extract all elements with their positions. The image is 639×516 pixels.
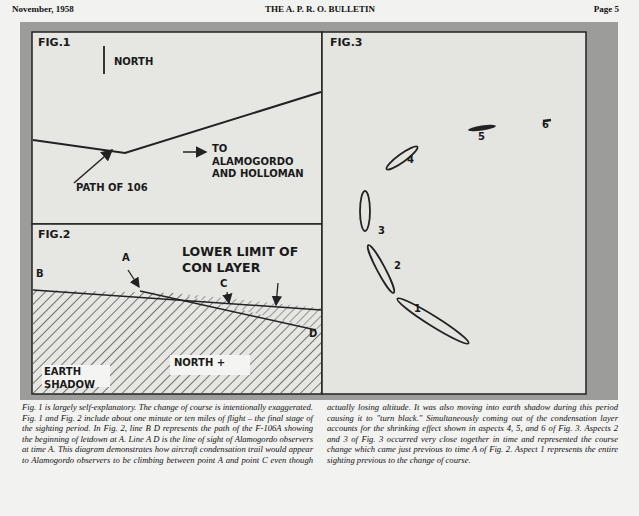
figure-label: FIG.1	[38, 36, 70, 50]
callout-number: 2	[394, 260, 401, 273]
aspect-shape	[395, 295, 472, 348]
point-label: D	[309, 328, 317, 341]
figure-panel: FIG.3 1 2 3 4 5 6	[322, 32, 586, 394]
earth-shadow	[33, 290, 321, 393]
leader-line	[128, 270, 139, 287]
page-number: Page 5	[594, 4, 619, 14]
figure-panel: FIG.2A B C D LOWER LIMIT OF CON LAYER EARTH S…	[32, 224, 322, 394]
flight-path	[33, 92, 321, 153]
callout-number: 5	[478, 131, 485, 144]
figure-label: FIG.2	[38, 228, 70, 242]
aspect-shape	[360, 191, 370, 231]
region-label: LOWER LIMIT OF CON LAYER	[182, 244, 312, 275]
point-label: A	[122, 252, 130, 265]
caption-text: Fig. 1 is largely self-explanatory. The …	[22, 402, 618, 466]
direction-label: NORTH +	[174, 357, 225, 370]
callout-number: 1	[414, 303, 421, 316]
page-title: THE A. P. R. O. BULLETIN	[265, 4, 375, 14]
photo-frame	[20, 22, 618, 400]
line-bd	[33, 290, 321, 310]
leader-line	[74, 150, 112, 183]
leader-line	[276, 283, 278, 305]
figure-panel: FIG.1NORTH PATH OF 106 TO ALAMOGORDO AND H…	[32, 32, 322, 224]
path-label: PATH OF 106	[76, 182, 148, 195]
region-label: EARTH SHADOW	[44, 366, 110, 391]
callout-number: 4	[407, 154, 414, 167]
issue-date: November, 1958	[12, 4, 74, 14]
panel	[32, 224, 322, 394]
point-label: C	[220, 278, 227, 291]
aspect-shape	[365, 243, 397, 294]
callout-number: 6	[542, 119, 549, 132]
text-patch	[170, 355, 250, 375]
direction-label: NORTH	[114, 56, 153, 69]
direction-arrow	[183, 151, 206, 153]
figure-label: FIG.3	[330, 36, 362, 50]
leader-line	[227, 292, 229, 303]
point-label: B	[36, 268, 44, 281]
con-layer	[175, 293, 321, 330]
destination-label: TO ALAMOGORDO AND HOLLOMAN	[212, 143, 312, 181]
line-ad	[140, 291, 316, 330]
panel	[32, 32, 322, 224]
callout-number: 3	[378, 225, 385, 238]
aspect-shape	[384, 144, 419, 173]
north-arrow	[103, 46, 105, 74]
panel	[322, 32, 586, 394]
